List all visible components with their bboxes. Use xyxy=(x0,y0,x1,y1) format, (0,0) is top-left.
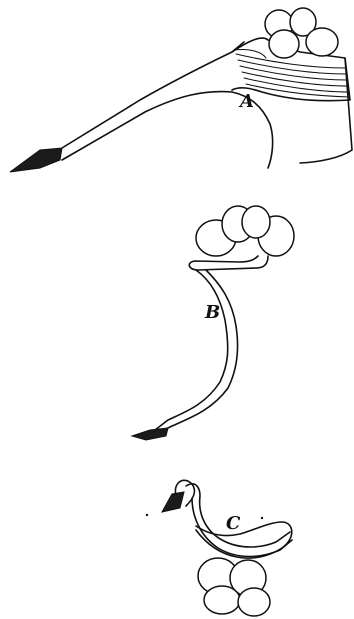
figure-c: C xyxy=(146,480,292,616)
figure-a-pollinia xyxy=(265,8,338,58)
figure-b-stalk-right xyxy=(160,270,238,432)
figure-c-pollinia xyxy=(198,558,270,616)
speck xyxy=(261,517,263,519)
figure-a-gland xyxy=(10,148,62,172)
figure-c-label: C xyxy=(226,513,241,534)
figure-b-gland xyxy=(132,428,168,440)
figure-b-pollinia xyxy=(196,206,294,256)
speck xyxy=(146,514,148,516)
figure-b: B xyxy=(132,206,294,440)
figure-a-stalk xyxy=(62,42,244,148)
figure-c-gland xyxy=(162,492,184,512)
figure-b-hook xyxy=(189,256,268,270)
figure-a: A xyxy=(10,8,352,172)
figure-b-stalk-left xyxy=(155,270,228,430)
figure-a-label: A xyxy=(238,91,254,112)
figure-b-label: B xyxy=(204,302,220,323)
